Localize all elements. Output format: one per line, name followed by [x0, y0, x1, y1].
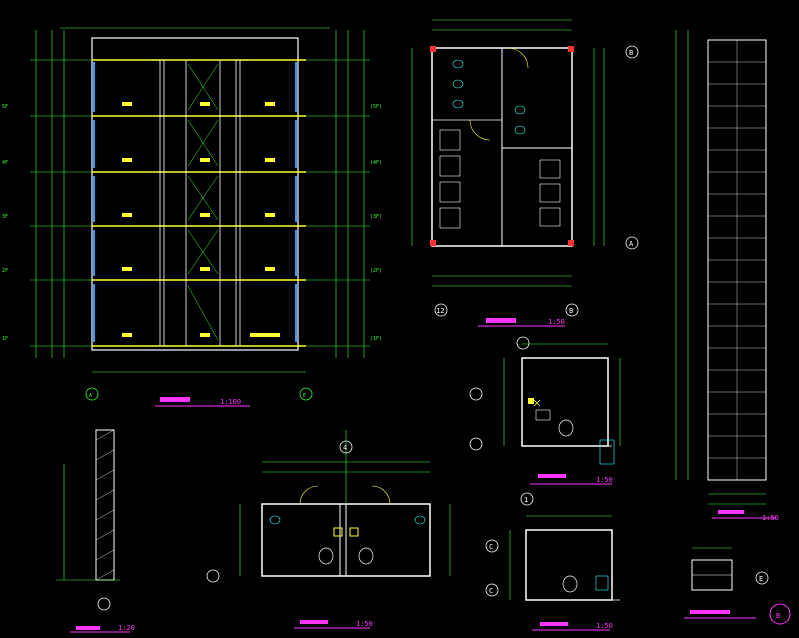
plan-top-axis-a: A [629, 240, 634, 248]
plan-bottom-axis-c: C [489, 543, 493, 551]
floor-tag-3f: 3F [2, 214, 8, 220]
corner-tag: B [776, 612, 780, 620]
section-drawing: 5F 4F 3F 2F 1F (5F) (4F) (3F) (2F) (1F) … [2, 27, 382, 407]
tall-elevation: 1:50 [675, 30, 779, 522]
axis-label-a: A [89, 393, 92, 399]
floor-tag-right-3f: (3F) [370, 214, 382, 220]
plan-bottom-axis-c2: C [489, 587, 493, 595]
plan-top-axis-b: B [629, 49, 633, 57]
axis-bubble-a [85, 387, 99, 401]
corner-tag-circle [769, 603, 791, 625]
section-scale: 1:100 [220, 398, 241, 406]
floor-tag-1f: 1F [2, 336, 8, 342]
floor-tag-right-2f: (2F) [370, 268, 382, 274]
floor-tag-2f: 2F [2, 268, 8, 274]
section-outline [91, 37, 299, 351]
axis-label-e: E [303, 393, 306, 399]
toilet-plan-mid: 4 1:50 [206, 430, 451, 629]
plan-top-scale: 1:50 [548, 318, 565, 326]
plan-top-axis-b2: B [569, 307, 573, 315]
toilet-plan-top: B A 12 B 1:50 [411, 19, 639, 327]
plan-top-axis-12: 12 [436, 307, 444, 315]
toilet-plan-mid-right: 1:50 [469, 336, 621, 485]
plan-mid-scale: 1:50 [356, 620, 373, 628]
toilet-plan-bottom: 1 C C 1:50 [485, 492, 620, 631]
plan-bottom-scale: 1:50 [596, 622, 613, 630]
wall-detail: 1:20 [56, 429, 135, 633]
plan-right-small-scale: 1:50 [596, 476, 613, 484]
small-detail-right: E B [684, 547, 791, 625]
floor-tag-right-1f: (1F) [370, 336, 382, 342]
detail-scale: 1:20 [118, 624, 135, 632]
floor-tag-right-4f: (4F) [370, 160, 382, 166]
floor-tag-5f: 5F [2, 104, 8, 110]
floor-tag-4f: 4F [2, 160, 8, 166]
elevation-scale: 1:50 [762, 514, 779, 522]
plan-bottom-axis-1: 1 [524, 496, 528, 504]
axis-bubble-e [299, 387, 313, 401]
detail-right-axis-e: E [759, 575, 763, 583]
floor-tag-right-5f: (5F) [370, 104, 382, 110]
plan-mid-axis-4: 4 [343, 444, 347, 452]
section-title-glyph [160, 397, 190, 402]
